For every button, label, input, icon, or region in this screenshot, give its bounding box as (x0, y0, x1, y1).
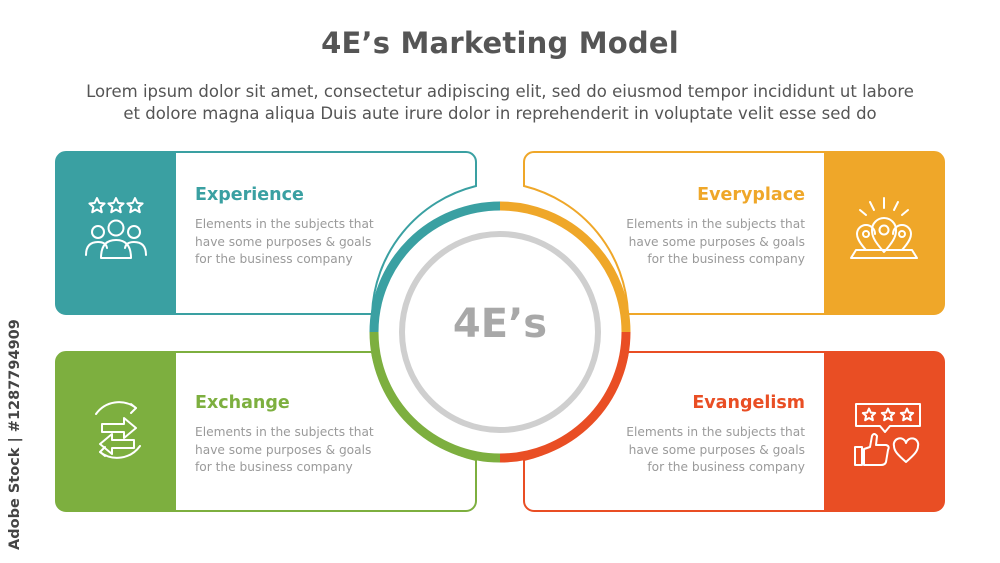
page-title: 4E’s Marketing Model (321, 26, 679, 60)
experience-desc-line-3: for the business company (195, 252, 353, 266)
ring-arc-experience (369, 201, 501, 333)
exchange-arrows-icon (95, 401, 141, 459)
rated-group-icon (85, 197, 147, 259)
everyplace-description: Elements in the subjects that have some … (615, 216, 805, 269)
exchange-desc-line-3: for the business company (195, 460, 353, 474)
subtitle-line-1: Lorem ipsum dolor sit amet, consectetur … (86, 82, 914, 101)
ring-arc-everyplace (499, 201, 631, 333)
location-pins-icon (850, 197, 918, 259)
everyplace-desc-line-3: for the business company (647, 252, 805, 266)
everyplace-icon-panel (824, 152, 944, 314)
evangelism-title: Evangelism (692, 393, 805, 413)
evangelism-desc-line-1: Elements in the subjects that (626, 425, 805, 439)
experience-description: Elements in the subjects that have some … (195, 216, 385, 269)
experience-title: Experience (195, 185, 304, 205)
review-like-heart-icon (854, 403, 921, 466)
center-label: 4E’s (452, 301, 548, 347)
exchange-desc-line-1: Elements in the subjects that (195, 425, 374, 439)
stock-watermark: Adobe Stock | #1287794909 (4, 319, 26, 550)
exchange-description: Elements in the subjects that have some … (195, 424, 385, 477)
evangelism-description: Elements in the subjects that have some … (615, 424, 805, 477)
everyplace-desc-line-1: Elements in the subjects that (626, 217, 805, 231)
experience-desc-line-2: have some purposes & goals (195, 234, 372, 249)
subtitle-line-2: et dolore magna aliqua Duis aute irure d… (123, 104, 877, 123)
ring-arc-evangelism (499, 331, 631, 463)
exchange-desc-line-2: have some purposes & goals (195, 442, 372, 457)
experience-desc-line-1: Elements in the subjects that (195, 217, 374, 231)
evangelism-desc-line-3: for the business company (647, 460, 805, 474)
stock-watermark-text: Adobe Stock | #1287794909 (7, 319, 23, 550)
evangelism-desc-line-2: have some purposes & goals (628, 442, 805, 457)
ring-arc-exchange (369, 331, 501, 463)
everyplace-title: Everyplace (697, 185, 805, 205)
experience-icon-panel (56, 152, 176, 314)
inner-gray-ring (399, 231, 601, 433)
everyplace-desc-line-2: have some purposes & goals (628, 234, 805, 249)
exchange-title: Exchange (195, 393, 290, 413)
